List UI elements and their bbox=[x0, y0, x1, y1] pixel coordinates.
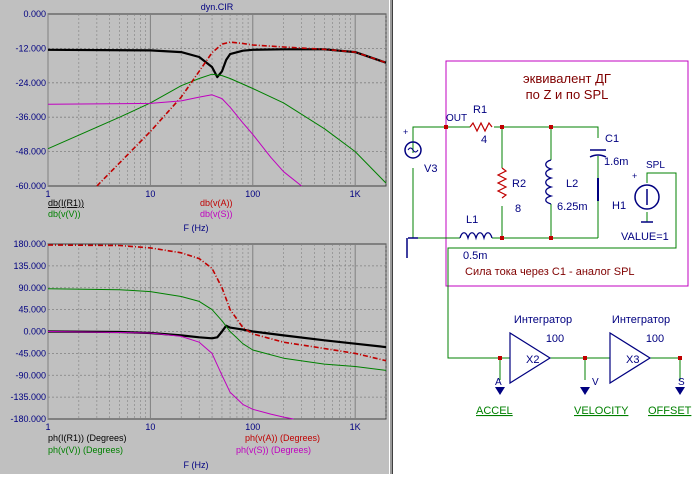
label-r2: R2 bbox=[512, 178, 526, 190]
circuit-title-line2: по Z и по SPL bbox=[526, 87, 609, 102]
y-tick-label: -60.000 bbox=[15, 181, 46, 191]
y-tick-label: -45.000 bbox=[15, 348, 46, 358]
bottom-x-tick-labels: 1 10 100 1K bbox=[45, 422, 360, 432]
series-red-trace[interactable] bbox=[96, 41, 387, 187]
x-tick-label: 10 bbox=[145, 422, 155, 432]
x-tick-label: 1K bbox=[350, 189, 361, 199]
capacitor-c1[interactable] bbox=[589, 149, 607, 158]
output-accel[interactable]: ACCEL bbox=[476, 405, 513, 417]
node-a: A bbox=[495, 377, 502, 388]
plot-panel: dyn.CIR 0.000 -12.000 -24.000 -36.000 -48.00… bbox=[0, 0, 389, 474]
x-tick-label: 10 bbox=[145, 189, 155, 199]
y-tick-label: -180.000 bbox=[10, 414, 46, 424]
y-tick-label: -135.000 bbox=[10, 392, 46, 402]
node-v: V bbox=[592, 377, 599, 388]
top-series bbox=[47, 41, 387, 187]
resistor-r2[interactable] bbox=[496, 167, 508, 199]
y-tick-label: 90.000 bbox=[18, 283, 46, 293]
v3-plus: + bbox=[403, 127, 408, 137]
top-y-tick-labels: 0.000 -12.000 -24.000 -36.000 -48.000 -60.000 bbox=[15, 9, 46, 191]
ground-symbols bbox=[406, 221, 653, 258]
series-black-trace[interactable] bbox=[47, 48, 387, 79]
top-legend-3[interactable]: db(v(A)) bbox=[200, 198, 233, 208]
bottom-grid bbox=[47, 244, 387, 419]
x-tick-label: 100 bbox=[245, 189, 260, 199]
y-tick-label: -36.000 bbox=[15, 112, 46, 122]
label-out: OUT bbox=[446, 113, 467, 124]
chart-title: dyn.CIR bbox=[201, 2, 234, 12]
bottom-x-label: F (Hz) bbox=[184, 460, 209, 470]
x-tick-label: 1 bbox=[45, 189, 50, 199]
label-c1: C1 bbox=[605, 133, 619, 145]
y-tick-label: 0.000 bbox=[23, 9, 46, 19]
y-tick-label: 180.000 bbox=[13, 239, 46, 249]
label-l1: L1 bbox=[466, 214, 478, 226]
x-tick-label: 100 bbox=[245, 422, 260, 432]
label-spl: SPL bbox=[646, 160, 665, 171]
y-tick-label: 45.000 bbox=[18, 305, 46, 315]
bottom-series bbox=[47, 244, 387, 420]
integrator2-amplifier[interactable] bbox=[609, 331, 652, 385]
circuit-frame bbox=[445, 60, 689, 287]
inductor-l2[interactable] bbox=[545, 159, 554, 205]
integrator1-title: Интегратор bbox=[514, 314, 572, 326]
integrator1-name: X2 bbox=[526, 354, 539, 366]
integrator1-gain: 100 bbox=[546, 333, 564, 345]
top-plot-area[interactable] bbox=[47, 13, 387, 187]
label-v3: V3 bbox=[424, 163, 437, 175]
top-x-label: F (Hz) bbox=[184, 223, 209, 233]
pane-splitter[interactable] bbox=[389, 0, 393, 474]
integrator2-name: X3 bbox=[626, 354, 639, 366]
plot-svg: dyn.CIR 0.000 -12.000 -24.000 -36.000 -48.00… bbox=[10, 2, 387, 470]
bottom-y-tick-labels: 180.000 135.000 90.000 45.000 0.000 -45.000 -9… bbox=[10, 239, 46, 424]
series-magenta-trace[interactable] bbox=[47, 331, 294, 420]
resistor-r1[interactable] bbox=[469, 121, 493, 133]
node-dots bbox=[444, 125, 682, 360]
top-legend-4[interactable]: db(v(S)) bbox=[200, 209, 233, 219]
bottom-legend-4[interactable]: ph(v(S)) (Degrees) bbox=[236, 445, 311, 455]
schematic-svg: эквивалент ДГ по Z и по SPL bbox=[403, 60, 692, 417]
y-tick-label: -90.000 bbox=[15, 370, 46, 380]
x-tick-label: 1K bbox=[350, 422, 361, 432]
spl-source[interactable] bbox=[634, 184, 660, 210]
label-value: VALUE=1 bbox=[621, 231, 669, 243]
top-x-tick-labels: 1 10 100 1K bbox=[45, 189, 360, 199]
integrator2-gain: 100 bbox=[646, 333, 664, 345]
top-legend-2[interactable]: db(v(V)) bbox=[48, 209, 81, 219]
probe-arrows bbox=[495, 387, 685, 395]
output-offset[interactable]: OFFSET bbox=[648, 405, 692, 417]
spl-plus: + bbox=[632, 171, 637, 181]
bottom-legend-3[interactable]: ph(v(A)) (Degrees) bbox=[245, 433, 320, 443]
label-l1-value: 0.5m bbox=[463, 250, 487, 262]
y-tick-label: -12.000 bbox=[15, 43, 46, 53]
inductor-l1[interactable] bbox=[459, 232, 493, 241]
bottom-legend-1[interactable]: ph(I(R1)) (Degrees) bbox=[48, 433, 127, 443]
integrator2-title: Интегратор bbox=[612, 314, 670, 326]
series-magenta-trace[interactable] bbox=[47, 94, 302, 187]
label-c1-value: 1.6m bbox=[604, 156, 628, 168]
y-tick-label: 0.000 bbox=[23, 327, 46, 337]
y-tick-label: -48.000 bbox=[15, 147, 46, 157]
label-l2-value: 6.25m bbox=[557, 201, 588, 213]
integrator1-amplifier[interactable] bbox=[509, 331, 552, 385]
y-tick-label: 135.000 bbox=[13, 261, 46, 271]
top-grid bbox=[47, 14, 387, 186]
series-green-trace[interactable] bbox=[47, 288, 387, 371]
label-l2: L2 bbox=[566, 178, 578, 190]
schematic-panel: эквивалент ДГ по Z и по SPL bbox=[393, 0, 699, 474]
top-legend-1[interactable]: db(I(R1)) bbox=[48, 198, 84, 208]
label-h1: H1 bbox=[612, 200, 626, 212]
circuit-title-line1: эквивалент ДГ bbox=[523, 71, 611, 86]
label-r1: R1 bbox=[473, 104, 487, 116]
bottom-legend-2[interactable]: ph(v(V)) (Degrees) bbox=[48, 445, 123, 455]
x-tick-label: 1 bbox=[45, 422, 50, 432]
circuit-caption: Сила тока через C1 - аналог SPL bbox=[465, 266, 635, 278]
y-tick-label: -24.000 bbox=[15, 78, 46, 88]
voltage-source-v3[interactable]: + bbox=[403, 127, 422, 159]
node-s: S bbox=[678, 377, 685, 388]
label-r2-value: 8 bbox=[515, 203, 521, 215]
output-velocity[interactable]: VELOCITY bbox=[574, 405, 629, 417]
series-red-trace[interactable] bbox=[47, 244, 387, 362]
label-r1-value: 4 bbox=[481, 134, 487, 146]
